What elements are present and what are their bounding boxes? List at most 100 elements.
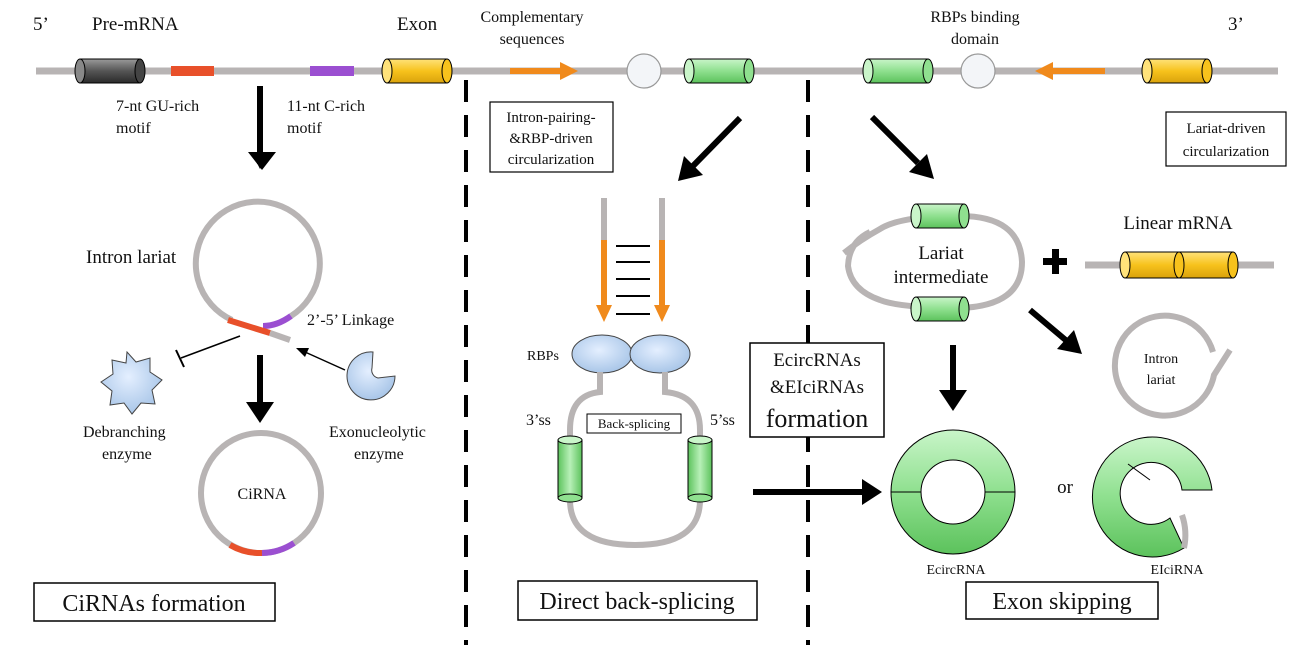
pairing-lines: [616, 245, 650, 315]
exon-yellow-icon: [1141, 58, 1213, 84]
linear-mrna-label: Linear mRNA: [1123, 213, 1233, 234]
intron-lariat-small-label-2: lariat: [1147, 373, 1176, 388]
rbp-binding-circle-1: [626, 53, 662, 89]
intron-pairing-label-2: &RBP-driven: [509, 131, 593, 147]
inhibit-line: [180, 335, 241, 359]
lariat-driven-label-2: circularization: [1183, 144, 1270, 160]
arrowhead-diag-right: [909, 154, 934, 179]
lariat-driven-label-1: Lariat-driven: [1186, 121, 1266, 137]
arrowhead-diag-right-2: [1057, 330, 1082, 354]
gu-motif-label-1: 7-nt GU-rich: [116, 98, 199, 115]
inhibit-bar: [175, 349, 185, 368]
rbp-binding-circle-2: [960, 53, 996, 89]
eicirna-ring-icon: [1091, 436, 1213, 558]
gu-motif-bar: [171, 66, 214, 76]
rbps-binding-label-2: domain: [951, 31, 999, 48]
exon-green-vertical-icon: [557, 435, 583, 503]
exo-arrow-line: [304, 351, 346, 371]
complementary-arrow-left-icon: [1035, 62, 1105, 80]
exon-green-vertical-icon: [687, 435, 713, 503]
intron-lariat-loop: [192, 198, 323, 323]
lariat-c-motif: [262, 313, 293, 329]
complementary-label-2: sequences: [500, 31, 565, 48]
eicirna-label: EIciRNA: [1151, 563, 1205, 578]
exon-yellow-icon: [1119, 251, 1239, 279]
c-motif-label-2: motif: [287, 120, 322, 137]
lariat-intermediate-loop: [842, 212, 1026, 312]
intron-pairing-box: [489, 101, 614, 173]
intron-pairing-label-1: Intron-pairing-: [506, 110, 595, 126]
intron-pairing-label-3: circularization: [508, 152, 595, 168]
stem-right-arrowhead: [654, 305, 670, 322]
lariat-gu-motif: [227, 317, 271, 336]
arrow-diag-left: [689, 115, 743, 170]
lariat-intermediate-label-2: intermediate: [894, 267, 989, 288]
exonucleolytic-enzyme-icon: [346, 351, 396, 401]
back-splicing-label: Back-splicing: [598, 416, 671, 431]
arrowhead-down-1: [248, 152, 276, 170]
rbp-ellipse-left: [571, 334, 633, 374]
cirna-c-motif: [261, 540, 296, 556]
exon-label: Exon: [397, 14, 438, 35]
arrowhead-right-long: [862, 479, 882, 505]
exo-arrowhead: [296, 348, 309, 357]
c-motif-bar: [310, 66, 354, 76]
ss5-label: 5’ss: [710, 412, 735, 429]
arrowhead-diag-left: [678, 156, 703, 181]
exon-black-icon: [74, 58, 146, 84]
or-label: or: [1057, 477, 1074, 498]
debranching-enzyme-icon: [100, 350, 163, 415]
ecirc-box-label-2: &EIciRNAs: [770, 377, 864, 398]
back-splicing-box: [586, 413, 682, 434]
exon-green-icon: [910, 296, 970, 322]
arrowhead-down-2: [246, 402, 274, 423]
exon-skipping-title: Exon skipping: [992, 589, 1131, 615]
debranching-label-2: enzyme: [102, 446, 152, 463]
rbps-binding-label-1: RBPs binding: [930, 9, 1019, 26]
three-prime-label: 3’: [1228, 14, 1244, 35]
skipping-panel-box: [965, 581, 1159, 620]
intron-lariat-label: Intron lariat: [86, 247, 177, 268]
lariat-intermediate-label-1: Lariat: [918, 243, 964, 264]
intron-lariat-small-label-1: Intron: [1144, 352, 1178, 367]
direct-panel-box: [517, 580, 758, 621]
cirna-label: CiRNA: [238, 486, 287, 503]
arrowhead-down-3: [939, 390, 967, 411]
arrow-diag-right-2: [1028, 307, 1070, 345]
cirnas-panel-box: [33, 582, 276, 622]
linkage-label: 2’-5’ Linkage: [307, 312, 394, 329]
arrow-diag-right: [869, 114, 921, 166]
gu-motif-label-2: motif: [116, 120, 151, 137]
rbp-ellipse-right: [629, 334, 691, 374]
cirnas-formation-title: CiRNAs formation: [62, 591, 245, 617]
complementary-arrow-right-icon: [510, 62, 578, 80]
pre-mrna-label: Pre-mRNA: [92, 14, 179, 35]
back-splicing-loop: [567, 372, 703, 549]
ss3-label: 3’ss: [526, 412, 551, 429]
direct-back-splicing-title: Direct back-splicing: [539, 589, 734, 615]
exon-green-icon: [862, 58, 934, 84]
debranching-label-1: Debranching: [83, 424, 166, 441]
c-motif-label-1: 11-nt C-rich: [287, 98, 365, 115]
exon-yellow-icon: [381, 58, 453, 84]
ecircrna-label: EcircRNA: [926, 563, 986, 578]
exon-green-icon: [910, 203, 970, 229]
intron-lariat-small-loop: [1111, 312, 1233, 419]
plus-icon: [1043, 249, 1067, 274]
rbps-label: RBPs: [527, 349, 559, 364]
complementary-label-1: Complementary: [480, 9, 583, 26]
ecirc-box-label-1: EcircRNAs: [773, 350, 861, 371]
ecirc-formation-box: [749, 342, 885, 438]
lariat-driven-box: [1165, 111, 1287, 167]
cirna-gu-motif: [228, 542, 263, 557]
stem-left-arrowhead: [596, 305, 612, 322]
exonucleolytic-label-1: Exonucleolytic: [329, 424, 426, 441]
ecircrna-ring-icon: [890, 429, 1016, 555]
exonucleolytic-label-2: enzyme: [354, 446, 404, 463]
ecirc-box-label-3: formation: [766, 404, 869, 433]
lariat-tail: [269, 330, 291, 343]
exon-green-icon: [683, 58, 755, 84]
five-prime-label: 5’: [33, 14, 49, 35]
